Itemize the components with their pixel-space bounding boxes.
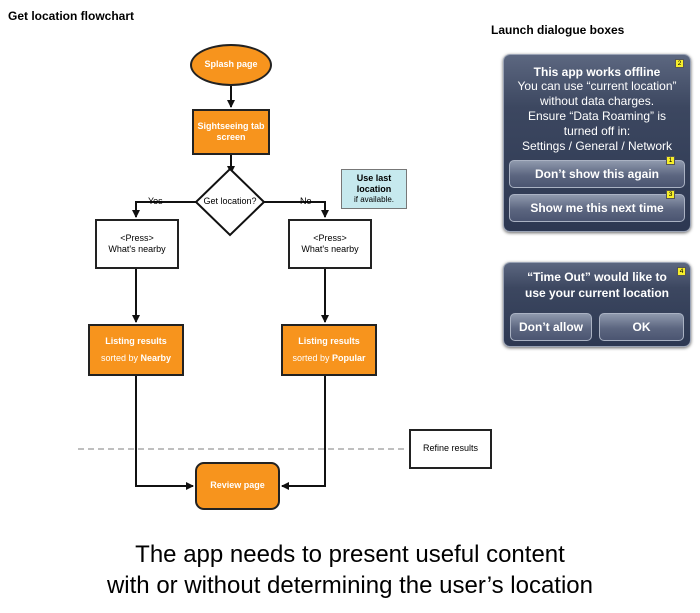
listing-right-sort-key: Popular: [332, 352, 366, 363]
listing-right-sort: sorted by Popular: [292, 353, 365, 364]
location-dialog-title-line2: use your current location: [524, 286, 670, 300]
decision-diamond: [194, 167, 266, 237]
dont-allow-button[interactable]: Don’t allow: [510, 313, 592, 341]
listing-right-sort-prefix: sorted by: [292, 352, 332, 363]
review-page-label: Review page: [210, 480, 265, 491]
press-left-line1: <Press>: [120, 232, 154, 243]
show-next-time-button[interactable]: Show me this next time: [509, 194, 685, 222]
dont-show-again-marker: 1: [666, 156, 675, 165]
offline-dialog-marker: 2: [675, 59, 684, 68]
connector-left-review: [135, 376, 194, 490]
use-last-line1: Use last: [356, 172, 392, 183]
show-next-time-marker: 3: [666, 190, 675, 199]
ok-button[interactable]: OK: [599, 313, 684, 341]
splash-page-node: Splash page: [190, 44, 272, 86]
listing-results-nearby-node: Listing results sorted by Nearby: [88, 324, 184, 376]
listing-left-sort-key: Nearby: [140, 352, 172, 363]
use-last-line2: location: [356, 184, 392, 194]
location-permission-dialog: 4 “Time Out” would like to use your curr…: [503, 262, 691, 347]
connector-yes-branch: [132, 201, 196, 218]
review-page-node: Review page: [195, 462, 280, 510]
ok-label: OK: [632, 320, 651, 334]
sightseeing-tab-node: Sightseeing tab screen: [192, 109, 270, 155]
offline-dialog-line3: Ensure “Data Roaming” is: [527, 109, 667, 123]
location-dialog-marker: 4: [677, 267, 686, 276]
splash-page-label: Splash page: [204, 59, 258, 70]
caption-line1: The app needs to present useful content: [135, 541, 565, 568]
connector-no-branch: [264, 201, 329, 218]
decision-label: Get location?: [203, 196, 257, 206]
refine-results-label: Refine results: [422, 443, 479, 454]
use-last-note: if available.: [353, 195, 395, 205]
caption-line2: with or without determining the user’s l…: [106, 572, 594, 599]
listing-left-title: Listing results: [105, 336, 167, 347]
offline-dialog-title: This app works offline: [533, 65, 661, 79]
dialogs-heading: Launch dialogue boxes: [491, 23, 625, 37]
listing-left-sort-prefix: sorted by: [100, 352, 141, 363]
connector-right-review: [281, 376, 326, 490]
press-left-line2: What's nearby: [108, 244, 166, 254]
location-dialog-title-line1: “Time Out” would like to: [527, 270, 667, 284]
sightseeing-label-line1: Sightseeing tab: [197, 120, 265, 131]
no-label: No: [300, 196, 312, 206]
offline-dialog-line5: Settings / General / Network: [521, 139, 673, 153]
offline-dialog-line4: turned off in:: [563, 124, 631, 138]
dont-show-again-button[interactable]: Don’t show this again: [509, 160, 685, 188]
press-right-line1: <Press>: [313, 232, 347, 243]
dont-show-again-label: Don’t show this again: [534, 167, 659, 181]
dont-allow-label: Don’t allow: [519, 320, 583, 334]
press-right-line2: What's nearby: [301, 244, 359, 254]
press-whats-nearby-left-node: <Press> What's nearby: [95, 219, 179, 269]
flowchart-title: Get location flowchart: [8, 9, 135, 23]
offline-dialog-line2: without data charges.: [539, 94, 655, 108]
use-last-location-note: Use last location if available.: [341, 169, 407, 209]
offline-dialog-line1: You can use “current location”: [517, 79, 677, 93]
offline-dialog: 2 This app works offline You can use “cu…: [503, 54, 691, 232]
refine-results-node: Refine results: [409, 429, 492, 469]
yes-label: Yes: [148, 196, 163, 206]
listing-left-sort: sorted by Nearby: [101, 353, 171, 364]
press-whats-nearby-right-node: <Press> What's nearby: [288, 219, 372, 269]
listing-results-popular-node: Listing results sorted by Popular: [281, 324, 377, 376]
show-next-time-label: Show me this next time: [530, 201, 664, 215]
sightseeing-label-line2: screen: [216, 132, 246, 142]
listing-right-title: Listing results: [298, 336, 360, 347]
